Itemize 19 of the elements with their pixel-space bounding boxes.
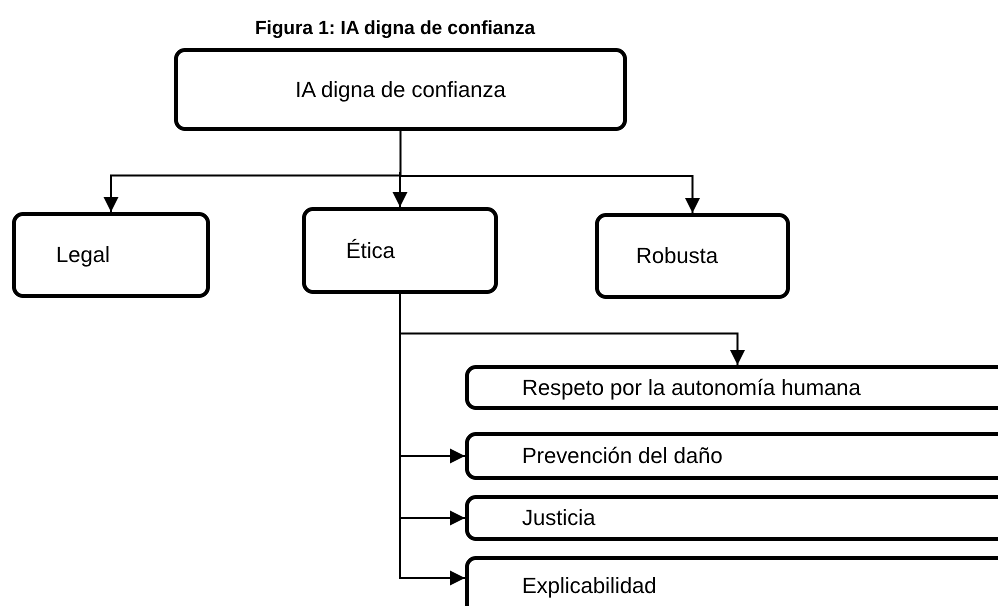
- arrow: [400, 131, 700, 213]
- node-label: Respeto por la autonomía humana: [522, 374, 861, 400]
- process-box: [12, 212, 210, 298]
- process-box: [302, 207, 498, 294]
- process-box: [465, 495, 998, 541]
- node-label: Robusta: [636, 243, 718, 269]
- node-label: Legal: [56, 242, 110, 268]
- process-box: [595, 213, 790, 299]
- node-label: Justicia: [522, 505, 596, 531]
- process-box: [465, 556, 998, 606]
- arrow: [399, 294, 465, 586]
- node-label: Ética: [346, 238, 395, 264]
- node-label: Explicabilidad: [522, 573, 657, 599]
- node-label: Prevención del daño: [522, 443, 723, 469]
- node-label: IA digna de confianza: [295, 76, 506, 102]
- root-box: [174, 48, 627, 131]
- process-box: [465, 432, 998, 480]
- figure-title: Figura 1: IA digna de confianza: [254, 18, 536, 40]
- process-box: [465, 365, 998, 410]
